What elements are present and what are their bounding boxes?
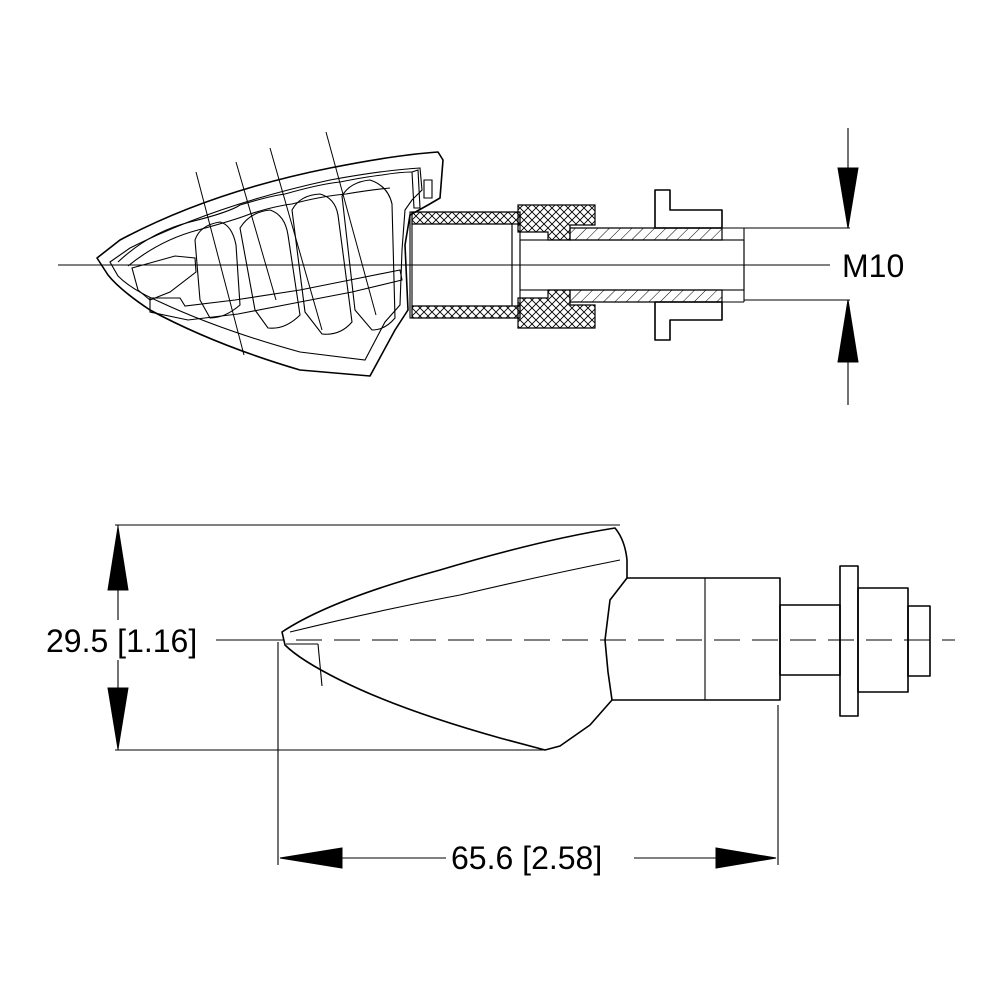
height-arrow-top [107, 526, 129, 591]
height-dimension: 29.5 [1.16] [40, 524, 620, 751]
stem-wall-bottom [411, 305, 521, 319]
height-label: 29.5 [1.16] [46, 623, 197, 659]
reflector-ribs [117, 171, 413, 263]
thread-dimension: M10 [744, 128, 924, 405]
bolt-thread-top [569, 227, 723, 241]
stem-housing [611, 577, 781, 701]
length-arrow-right [715, 847, 777, 869]
stem-wall-top [411, 211, 521, 225]
lens-inner-shell [109, 167, 423, 361]
bolt-thread-bottom [569, 289, 723, 303]
bulb-holder [149, 269, 403, 321]
lens-body [281, 527, 628, 751]
height-arrow-bottom [107, 687, 129, 750]
elevation-view: 29.5 [1.16] 65.6 [2.58] [40, 524, 955, 876]
lens-clip-2 [423, 179, 433, 199]
radial-lines [195, 131, 377, 356]
elevation-nut [839, 565, 859, 717]
thread-arrow-bottom [837, 299, 859, 363]
inner-housing [131, 255, 197, 301]
reflector-ribs-inner [127, 187, 391, 267]
length-dimension: 65.6 [2.58] [277, 642, 779, 876]
length-label: 65.6 [2.58] [451, 840, 602, 876]
thread-size-label: M10 [842, 248, 904, 284]
section-view: M10 [58, 128, 924, 405]
lens-facet-tip [317, 643, 323, 687]
lens-facet-top [289, 559, 621, 633]
elevation-bolt-end [907, 605, 931, 677]
length-arrow-left [279, 847, 343, 869]
lens-clip [411, 169, 421, 209]
thread-arrow-top [837, 167, 859, 229]
grommet-bottom [517, 289, 596, 329]
lens-outer-shell [96, 151, 444, 377]
nut-bottom [654, 301, 723, 341]
nut-top [654, 189, 723, 229]
